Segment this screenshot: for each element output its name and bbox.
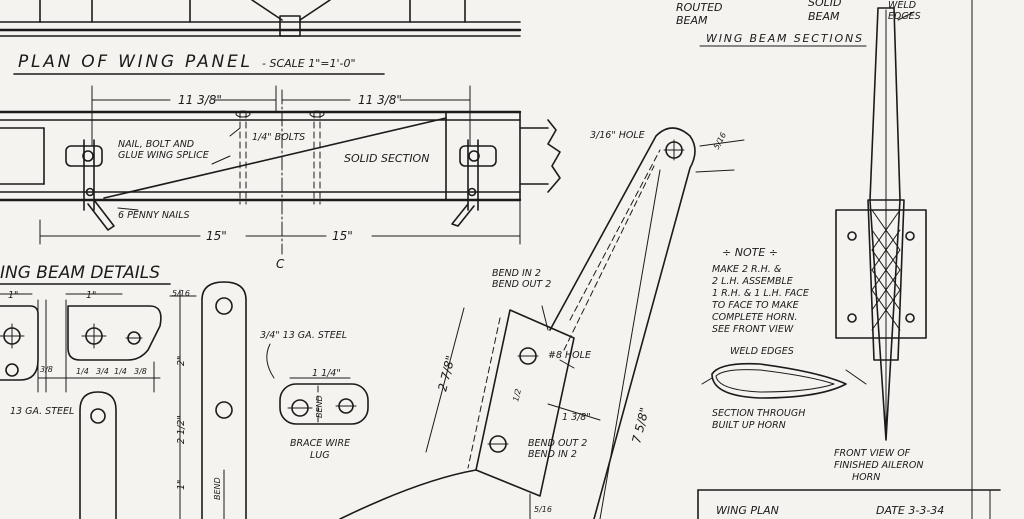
bend-out-in-label: BEND OUT 2 BEND IN 2 [528, 438, 590, 460]
detail-small-dim-4: 3/8 [134, 367, 147, 376]
top-rib-remnant [0, 0, 522, 37]
front-view-horn [835, 7, 927, 441]
horn-height-dim: 2 7/8" [435, 354, 457, 393]
horn-bottom-dim: 5/16 [534, 505, 552, 514]
note-text: MAKE 2 R.H. & 2 L.H. ASSEMBLE 1 R.H. & 1… [712, 264, 812, 335]
hole-label: 3/16" HOLE [590, 130, 645, 141]
horn-inner-dim: 1/2 [511, 388, 523, 403]
center-mark: C [276, 257, 285, 271]
eighth-hole-label: #8 HOLE [548, 350, 591, 361]
title-block [697, 489, 1001, 519]
title-block-name: WING PLAN [716, 504, 779, 517]
horn-length-dim: 7 5/8" [629, 406, 651, 445]
solid-beam-label: SOLID BEAM [808, 0, 845, 23]
splice-plates [0, 293, 162, 393]
dim-bottom-right: 15" [332, 229, 353, 243]
plan-title: PLAN OF WING PANEL [18, 52, 250, 72]
wing-panel-plan [0, 85, 561, 255]
weld-edges-label: WELD EDGES [730, 346, 794, 357]
plan-scale: - SCALE 1"=1'-0" [262, 57, 356, 70]
horn-width-dim: 1 3/8" [562, 412, 591, 423]
dim-left-span: 11 3/8" [178, 93, 222, 107]
detail-small-dim-1: 1/4 [76, 367, 89, 376]
brace-wire-lug-label: BRACE WIRE LUG [290, 438, 353, 461]
penny-nails-label: 6 PENNY NAILS [118, 210, 190, 221]
section-through-label: SECTION THROUGH BUILT UP HORN [712, 408, 808, 431]
ga-steel-label: 13 GA. STEEL [10, 406, 74, 417]
steel-13-ga-label: 3/4" 13 GA. STEEL [260, 330, 347, 341]
brace-wire-lug [279, 377, 369, 425]
lug-bend-label: BEND [315, 395, 324, 418]
details-title: ING BEAM DETAILS [0, 263, 160, 283]
wing-beam-sections-label: WING BEAM SECTIONS [706, 32, 862, 45]
dim-bottom-left: 15" [206, 229, 227, 243]
bend-in-out-label: BEND IN 2 BEND OUT 2 [492, 268, 551, 290]
airfoil-section [711, 362, 847, 399]
aileron-horn-arm [339, 127, 745, 519]
title-block-date: DATE 3-3-34 [876, 504, 944, 517]
front-view-label: FRONT VIEW OF FINISHED AILERON HORN [834, 448, 927, 483]
note-title: ÷ NOTE ÷ [722, 246, 778, 259]
strap-side-c: 1" [176, 480, 187, 490]
vertical-strap [169, 281, 247, 519]
solid-section-label: SOLID SECTION [344, 152, 429, 165]
lug-pitch-dim: 1 1/4" [312, 368, 341, 379]
detail-dim-a: 1" [8, 290, 18, 301]
routed-beam-label: ROUTED BEAM [676, 1, 726, 27]
detail-small-dim-2: 3/4 [96, 367, 109, 376]
detail-small-dim-0: 3/8 [40, 365, 53, 374]
dim-right-span: 11 3/8" [358, 93, 402, 107]
horn-side-dim: 5/16 [712, 131, 728, 151]
strap-top-dim: 5/16 [172, 289, 190, 298]
weld-edges-top-label: WELD EDGES [888, 0, 921, 22]
strap-side-b: 2 1/2" [176, 415, 187, 444]
bolts-label: 1/4" BOLTS [252, 132, 305, 143]
detail-dim-b: 1" [86, 290, 96, 301]
strap-bend-label: BEND [213, 477, 222, 500]
strap-side-a: 2" [176, 356, 187, 366]
bottom-strap [79, 391, 117, 519]
nail-bolt-glue-label: NAIL, BOLT AND GLUE WING SPLICE [118, 139, 209, 161]
detail-small-dim-3: 1/4 [114, 367, 127, 376]
